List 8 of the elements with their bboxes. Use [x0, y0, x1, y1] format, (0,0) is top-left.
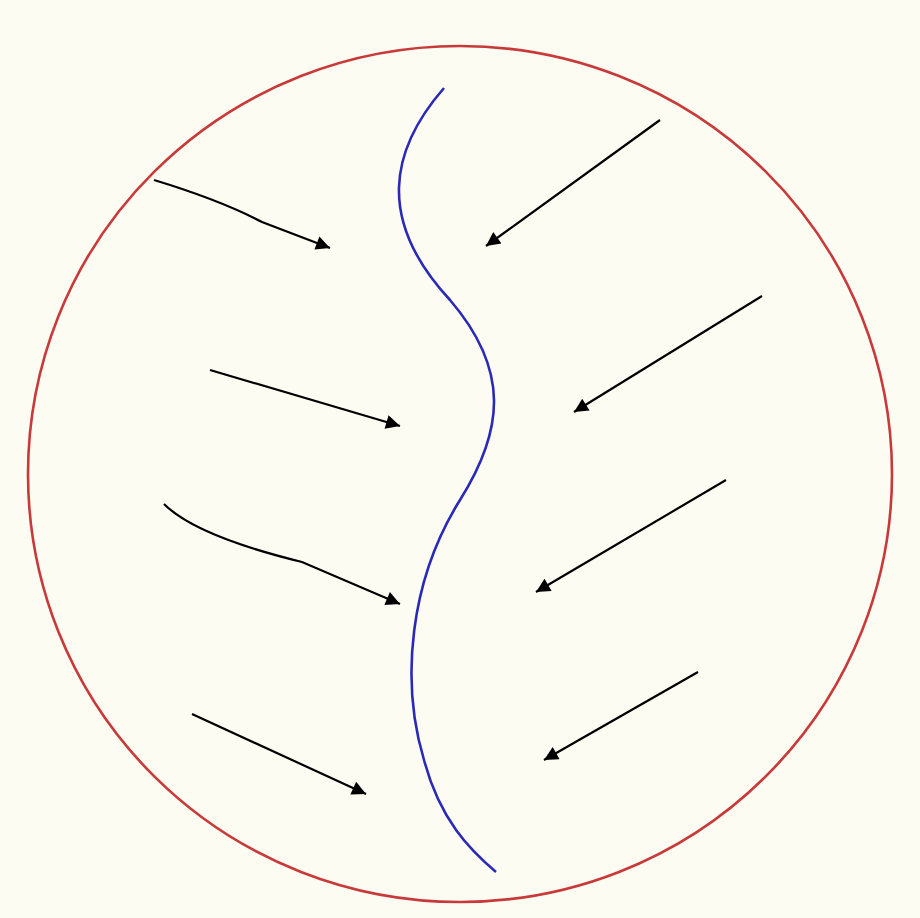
arrow — [191, 713, 367, 795]
arrow — [163, 503, 401, 605]
arrow — [543, 671, 699, 761]
arrow — [485, 119, 661, 247]
arrow — [153, 178, 331, 250]
arrow — [535, 479, 727, 593]
arrow — [209, 368, 401, 429]
arrow — [573, 295, 763, 413]
